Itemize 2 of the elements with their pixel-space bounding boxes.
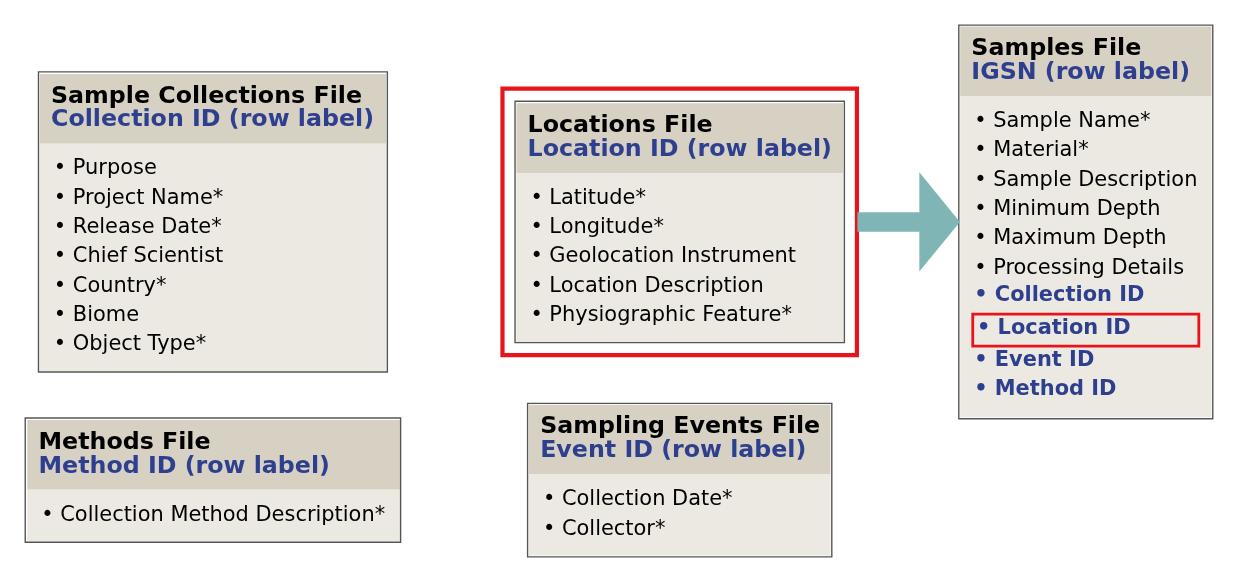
arrow (857, 172, 960, 272)
node-box: Locations File Location ID (row label) • Latitude* • Longitude* • Geolocation Instrument • Location Description • Physiographic Feature* (500, 86, 860, 358)
